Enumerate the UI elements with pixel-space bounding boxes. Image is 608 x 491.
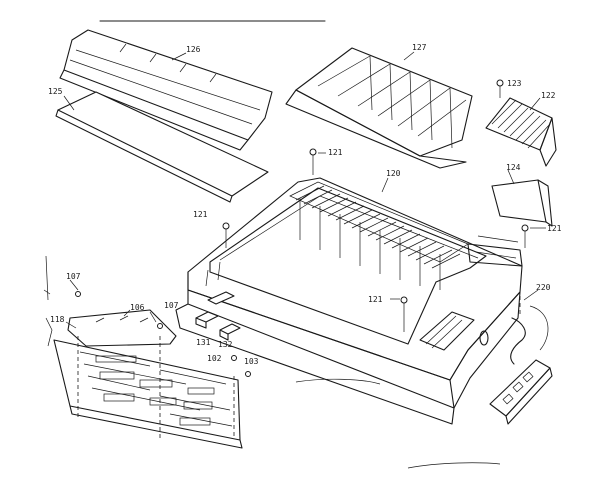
callout-132: 132 [218,340,233,349]
callout-121-center: 121 [368,295,383,304]
stray-curve-2 [407,462,501,469]
screw-icon-103 [245,371,251,377]
screw-icon-121c [521,224,529,248]
part-122-heatsink [485,97,557,167]
board-chips [95,355,215,426]
part-126-top-cover [59,29,273,151]
screw-icon-121a [309,148,317,175]
screw-icon-107b [157,323,163,329]
stray-curve-1 [295,378,381,385]
callout-121-left: 121 [193,210,208,219]
part-bracket [207,291,235,305]
part-118-circuit-board [53,336,243,449]
part-127-ribbed-tray [285,47,473,169]
screw-icon-121b [222,222,230,248]
left-edge-fragments [43,255,53,347]
callout-103: 103 [244,357,259,366]
callout-126: 126 [186,45,201,54]
part-220-control-panel [489,296,553,425]
screw-icon-107a [75,291,81,297]
callout-127: 127 [412,43,427,52]
part-131-clip [195,311,219,329]
callout-122: 122 [541,91,556,100]
part-132-clip [219,323,241,341]
callout-124: 124 [506,163,521,172]
callout-123: 123 [507,79,522,88]
callout-102: 102 [207,354,222,363]
callout-107-right: 107 [164,301,179,310]
part-124-plate [491,179,553,227]
screw-icon-102 [231,355,237,361]
callout-131: 131 [196,338,211,347]
callout-118: 118 [50,315,65,324]
callout-121-right: 121 [547,224,562,233]
callout-labels: 126 125 127 123 122 121 120 124 121 121 … [48,43,562,366]
screw-icon-123 [496,79,504,98]
callout-106: 106 [130,303,145,312]
callout-121-top: 121 [328,148,343,157]
part-125-panel [55,91,269,203]
leader-lines [63,51,546,329]
callout-120: 120 [386,169,401,178]
part-120-chassis [175,177,523,425]
callout-107-left: 107 [66,272,81,281]
screw-icon-121d [400,296,408,332]
part-106-bracket [67,309,177,347]
callout-125: 125 [48,87,63,96]
callout-220: 220 [536,283,551,292]
